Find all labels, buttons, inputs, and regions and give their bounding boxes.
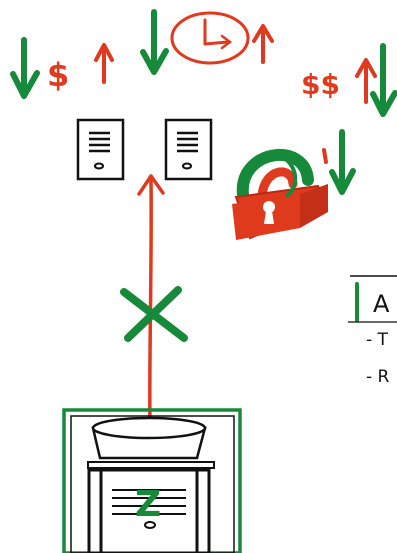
- cross-icon: [124, 290, 184, 338]
- down-arrow-icon: [13, 40, 37, 96]
- down-arrow-icon: [332, 132, 353, 192]
- mainframe-logo: Z: [135, 484, 161, 525]
- server-icon: [166, 120, 211, 179]
- mainframe-icon: [64, 410, 240, 553]
- down-arrow-icon: [373, 46, 395, 114]
- panel-bullet: - R: [366, 367, 390, 387]
- up-arrow-icon: [96, 45, 112, 82]
- up-arrow-icon: [254, 26, 272, 62]
- padlock-icon: [232, 152, 328, 240]
- cost-low-symbol: $: [47, 56, 69, 94]
- panel-title: A: [373, 290, 390, 318]
- cost-high-symbol: $$: [301, 68, 340, 101]
- panel-bullet: - T: [366, 330, 389, 350]
- down-arrow-icon: [143, 12, 166, 72]
- red-tick-mark: [324, 150, 326, 162]
- connection-arrow: [139, 176, 163, 425]
- server-icon: [78, 120, 123, 179]
- clock-icon: [172, 13, 248, 63]
